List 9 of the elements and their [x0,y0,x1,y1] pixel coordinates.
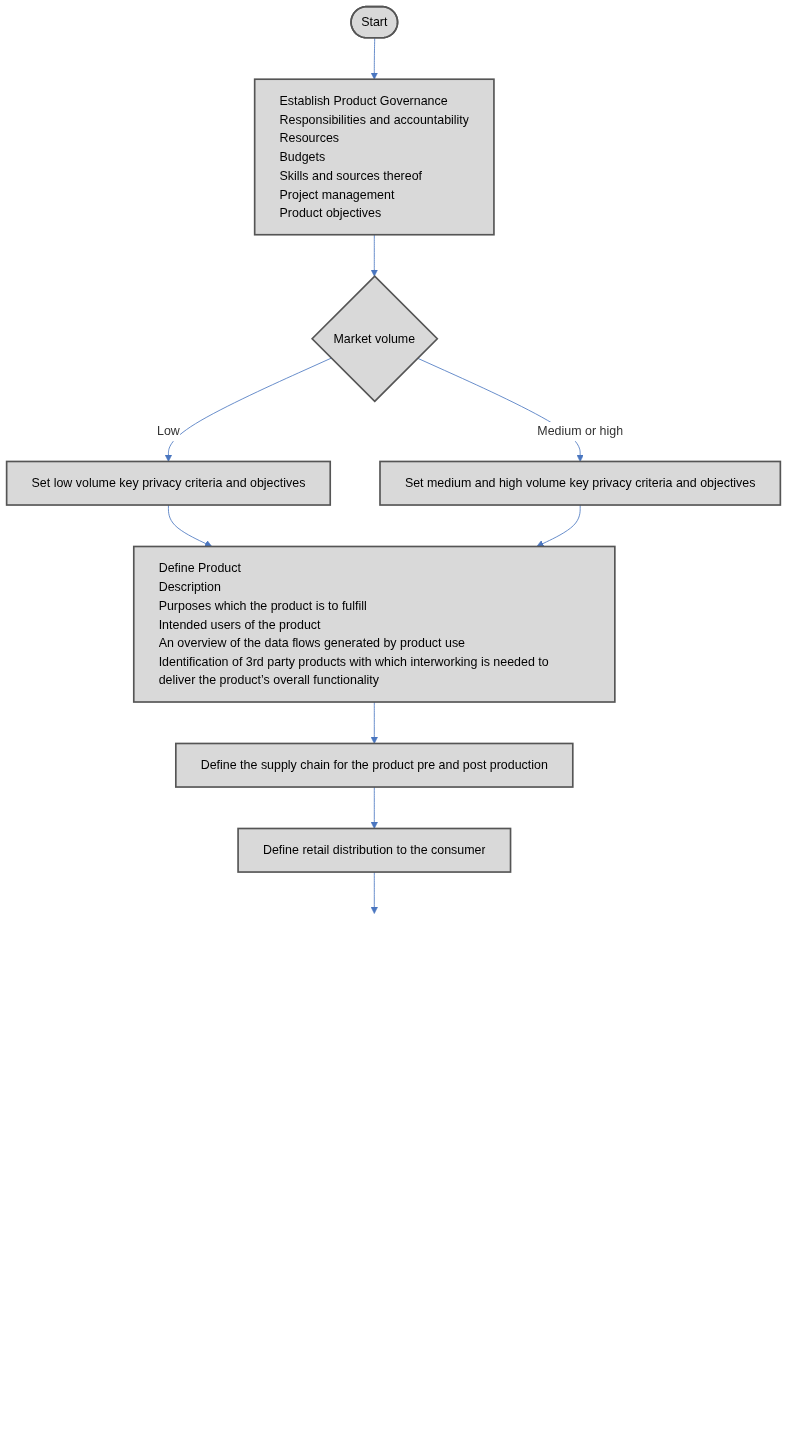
node-box [5,460,332,506]
node-box [379,460,782,506]
node-diamond [310,275,439,403]
node-box [132,545,616,703]
edge-label: Low [157,423,180,438]
node-box [175,742,574,788]
node-box [253,78,495,236]
node-box [237,827,512,873]
edge-label: Medium or high [537,423,624,438]
